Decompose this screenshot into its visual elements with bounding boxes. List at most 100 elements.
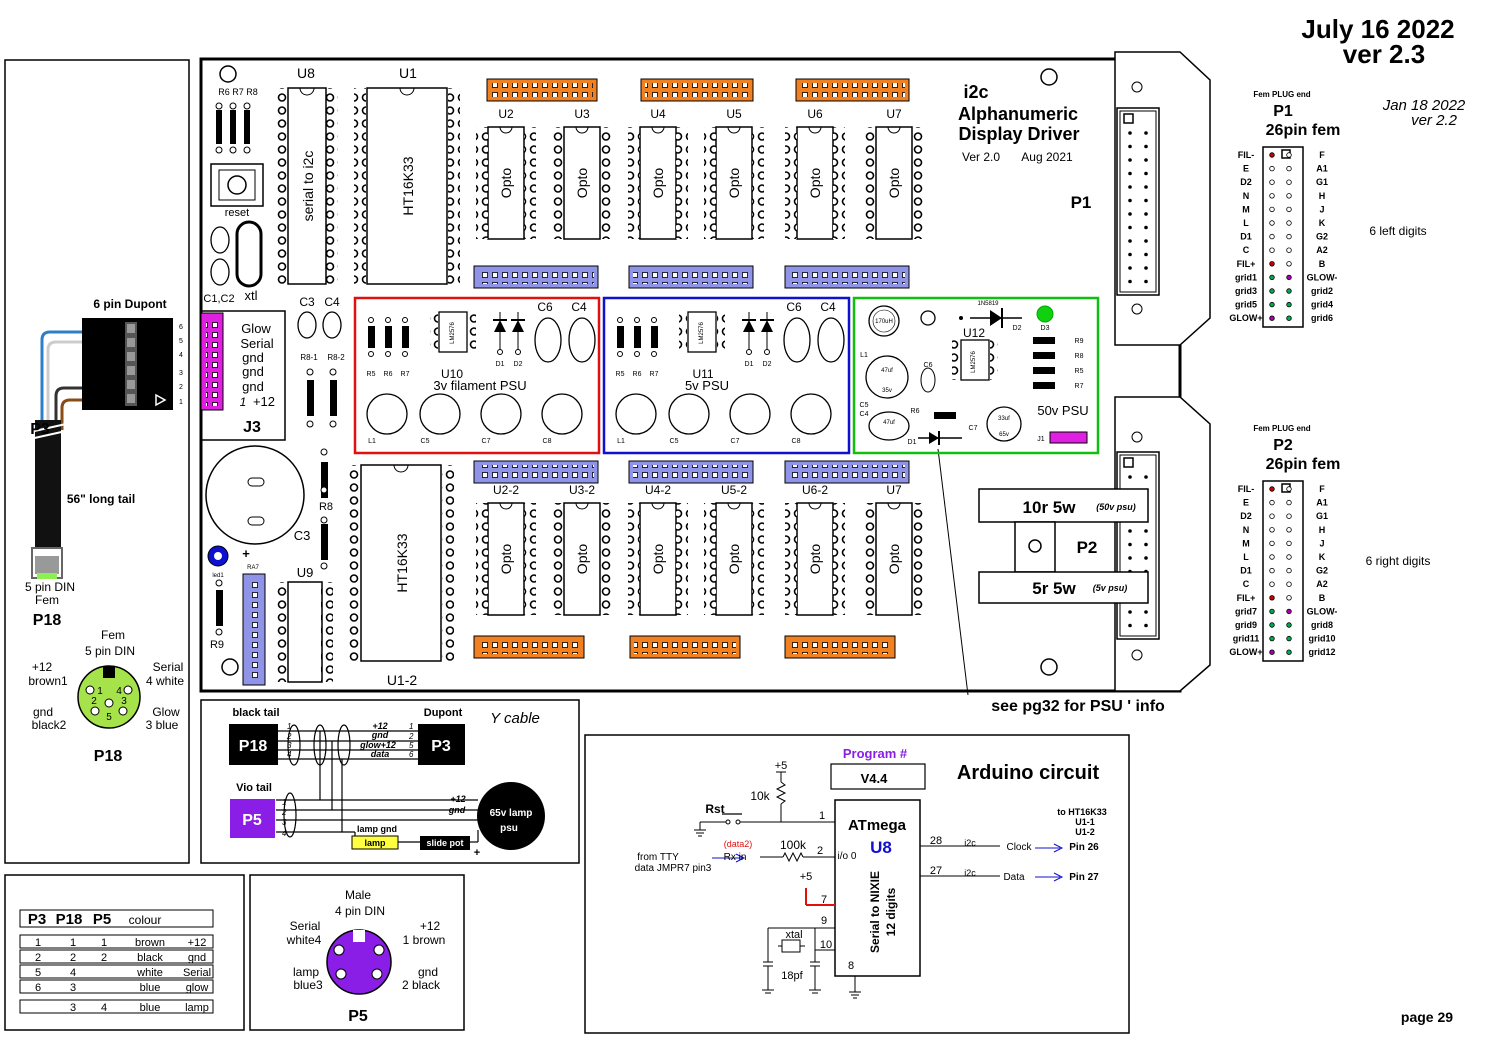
p3-panel	[4, 59, 190, 864]
y-cable-wires	[276, 724, 479, 843]
opto-ic-label: U3-2	[569, 483, 595, 497]
plug-pin	[1269, 499, 1275, 506]
svg-text:Male: Male	[345, 888, 371, 902]
plug-pin	[1269, 288, 1275, 294]
header-date: July 16 2022	[1301, 14, 1454, 44]
opto-label: Opto	[807, 544, 823, 575]
plug-pin	[1269, 165, 1275, 172]
table-row	[19, 934, 214, 949]
svg-text:R6: R6	[633, 371, 642, 378]
svg-text:Data: Data	[1003, 872, 1025, 883]
plug-pin-label: E	[1243, 498, 1249, 508]
plug-pin-label: B	[1319, 593, 1326, 603]
plug-pin	[1286, 635, 1292, 642]
table-row	[19, 999, 214, 1014]
svg-text:2: 2	[286, 732, 292, 741]
plug-pin	[1286, 554, 1292, 560]
psu-capacitor	[568, 317, 596, 363]
svg-text:white4: white4	[286, 933, 322, 947]
p5-din-plug	[326, 929, 392, 995]
svg-text:from TTY: from TTY	[637, 852, 679, 863]
svg-text:C4: C4	[820, 300, 836, 314]
p3-tail-length: 56" long tail	[67, 492, 135, 506]
opto-ic-body	[639, 126, 677, 240]
svg-text:J1: J1	[1037, 436, 1045, 443]
psu-resistor	[402, 326, 409, 348]
svg-text:L1: L1	[368, 438, 376, 445]
svg-text:psu: psu	[500, 823, 518, 834]
table-cell: 4	[70, 967, 76, 979]
table-cell: white	[136, 967, 163, 979]
svg-text:+12: +12	[420, 919, 441, 933]
svg-text:1: 1	[819, 810, 825, 822]
plug-pin-label: D1	[1240, 566, 1252, 576]
reset-label: reset	[225, 207, 249, 219]
plug-label: P1	[1273, 103, 1293, 120]
table-header-cell: P3	[28, 911, 46, 928]
svg-text:R6: R6	[911, 408, 920, 415]
plug-pin-label: C	[1243, 579, 1250, 589]
u1-label: U1	[399, 65, 417, 81]
plug-pin	[1286, 581, 1292, 587]
plug-pin-label: grid4	[1311, 300, 1333, 310]
plug-pin	[1269, 567, 1275, 574]
psu-resistor	[617, 326, 624, 348]
opto-ic-label: U6	[807, 107, 823, 121]
svg-text:Rst: Rst	[705, 802, 724, 816]
svg-text:D2: D2	[1013, 325, 1022, 332]
svg-text:(5v psu): (5v psu)	[1093, 583, 1128, 593]
psu-5v	[602, 296, 851, 455]
u1-2-label: U1-2	[387, 672, 418, 688]
opto-ic-body	[487, 126, 525, 240]
plug-title: 26pin fem	[1266, 456, 1341, 473]
psu-5v-title: 5v PSU	[685, 378, 729, 393]
svg-text:i2c: i2c	[964, 838, 976, 848]
plug-pin-label: A2	[1316, 245, 1328, 255]
psu-regulator	[438, 311, 468, 353]
svg-text:10k: 10k	[750, 789, 770, 803]
plug-title: 26pin fem	[1266, 122, 1341, 139]
opto-label: Opto	[650, 544, 666, 575]
psu-round-component	[790, 393, 832, 435]
svg-text:Vio tail: Vio tail	[236, 782, 272, 794]
plug-pin	[1286, 622, 1292, 628]
p3-cable	[35, 420, 61, 548]
svg-text:5r 5w: 5r 5w	[1032, 579, 1076, 598]
svg-text:LM2576: LM2576	[699, 321, 705, 343]
plug-pin-label: grid11	[1233, 634, 1260, 644]
u9-chip	[277, 581, 333, 683]
plug-pin	[1286, 540, 1292, 547]
svg-text:9: 9	[821, 915, 827, 927]
p3-label: P3	[30, 421, 50, 438]
svg-text:V4.4: V4.4	[861, 771, 889, 786]
plug-pin-label: K	[1319, 552, 1326, 562]
old-date: Jan 18 2022	[1382, 97, 1466, 114]
p18-pin3-a: Glow	[152, 705, 180, 719]
svg-text:C5: C5	[670, 438, 679, 445]
svg-text:+12: +12	[253, 394, 275, 409]
svg-text:R8: R8	[319, 501, 333, 513]
opto-ic-label: U5-2	[721, 483, 747, 497]
y-cable-p18	[229, 724, 278, 765]
board-headers	[473, 78, 910, 659]
program-label: Program #	[843, 746, 908, 761]
svg-text:C7: C7	[969, 425, 978, 432]
plug-pin	[1286, 193, 1292, 199]
opto-ic-body	[875, 126, 913, 240]
svg-text:7: 7	[821, 894, 827, 906]
table-header-cell: P5	[93, 911, 111, 928]
table-cell: blue	[140, 982, 161, 994]
plug-pin-label: G1	[1316, 177, 1328, 187]
svg-text:xtal: xtal	[785, 929, 802, 941]
psu-round-component	[615, 393, 657, 435]
psu-capacitor	[783, 317, 811, 363]
plug-pin	[1286, 261, 1292, 267]
table-header-cell: P18	[56, 911, 83, 928]
svg-text:slide pot: slide pot	[426, 838, 463, 848]
plug-pin-label: G1	[1316, 511, 1328, 521]
psu-regulator	[687, 311, 717, 353]
svg-text:Dupont: Dupont	[424, 707, 463, 719]
plug-pin	[1269, 513, 1275, 519]
